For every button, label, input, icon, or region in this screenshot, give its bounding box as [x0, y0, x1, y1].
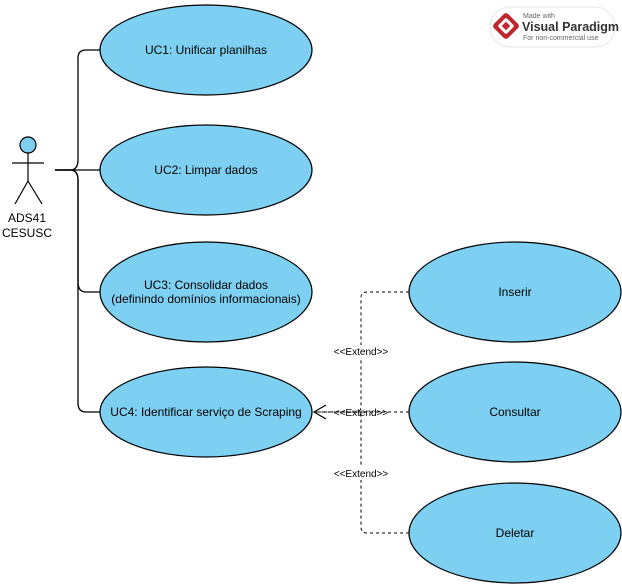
- visual-paradigm-logo-icon: [493, 13, 519, 39]
- use-case-inserir[interactable]: Inserir: [408, 241, 622, 343]
- extend-label-inserir: <<Extend>>: [330, 345, 392, 358]
- extend-label-inserir-bg: [330, 345, 392, 358]
- extend-label-deletar-text: <<Extend>>: [334, 469, 389, 480]
- watermark-line2: Visual Paradigm: [522, 20, 619, 34]
- uc4-ellipse: [99, 366, 313, 458]
- extend-label-deletar-bg: [330, 467, 392, 480]
- watermark-line1: Made with: [523, 13, 555, 20]
- uc1-ellipse: [99, 4, 313, 96]
- uc2-ellipse: [99, 124, 313, 216]
- extend-label-inserir-text: <<Extend>>: [334, 347, 389, 358]
- uc3-label-line1: UC3: Consolidar dados: [144, 278, 268, 292]
- association-uc4: [55, 169, 100, 413]
- actor-head: [19, 136, 37, 154]
- use-case-uc1[interactable]: UC1: Unificar planilhas: [99, 4, 313, 96]
- actor-name-line2: CESUSC: [2, 226, 52, 240]
- consultar-ellipse: [408, 361, 622, 463]
- inserir-label: Inserir: [498, 285, 531, 299]
- use-case-deletar[interactable]: Deletar: [408, 482, 622, 584]
- actor-left-leg: [14, 180, 29, 205]
- uc3-label-line2: (definindo domínios informacionais): [111, 292, 300, 306]
- deletar-label: Deletar: [496, 526, 535, 540]
- use-case-uc3[interactable]: UC3: Consolidar dados (definindo domínio…: [99, 241, 313, 343]
- actor-figure[interactable]: [12, 136, 44, 205]
- use-case-uc2[interactable]: UC2: Limpar dados: [99, 124, 313, 216]
- uc4-label: UC4: Identificar serviço de Scraping: [110, 405, 301, 419]
- uc2-label: UC2: Limpar dados: [154, 163, 257, 177]
- uc1-label: UC1: Unificar planilhas: [145, 43, 267, 57]
- extend-deletar-line: [314, 411, 409, 534]
- visual-paradigm-watermark: Made with Visual Paradigm For non-commer…: [489, 6, 619, 48]
- watermark-bg: [489, 6, 616, 48]
- actor-right-leg: [27, 180, 43, 205]
- deletar-ellipse: [408, 482, 622, 584]
- extend-arrowhead: [312, 404, 327, 420]
- consultar-label: Consultar: [489, 405, 540, 419]
- extend-label-deletar: <<Extend>>: [330, 467, 392, 480]
- use-case-consultar[interactable]: Consultar: [408, 361, 622, 463]
- inserir-ellipse: [408, 241, 622, 343]
- association-uc1: [55, 49, 100, 171]
- extend-inserir-line: [314, 291, 409, 413]
- actor-name-line1: ADS41: [8, 211, 46, 225]
- watermark-line3: For non-commercial use: [523, 35, 599, 42]
- extend-label-consultar: <<Extend>>: [334, 408, 389, 419]
- uc3-ellipse: [99, 241, 313, 343]
- use-case-uc4[interactable]: UC4: Identificar serviço de Scraping: [99, 366, 313, 458]
- association-lines: [55, 49, 100, 413]
- extend-lines: [314, 291, 409, 534]
